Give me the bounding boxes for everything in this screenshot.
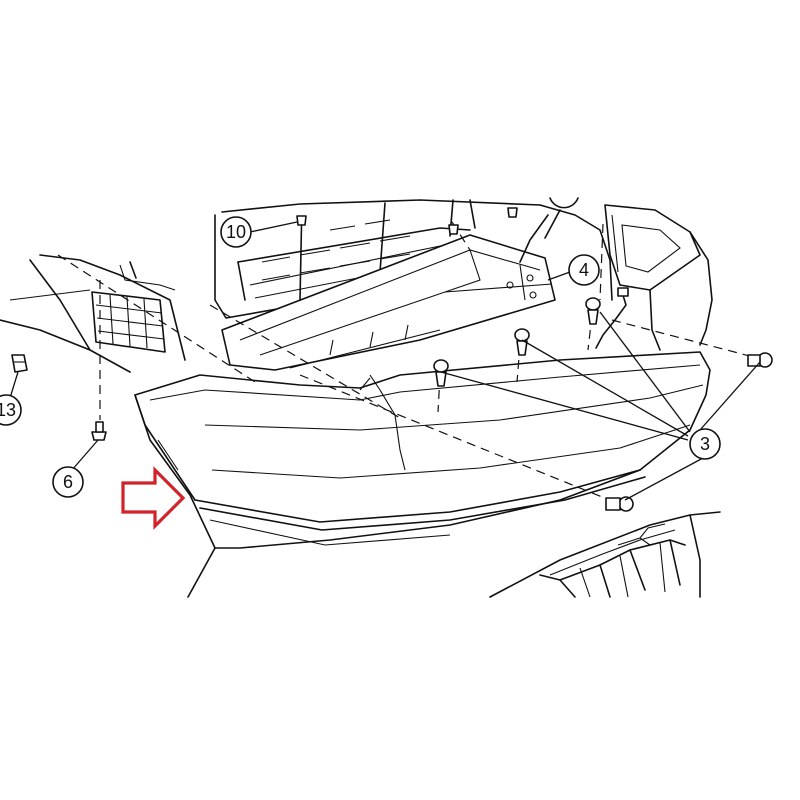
svg-text:13: 13 (0, 400, 16, 420)
bumper-fascia (134, 351, 711, 598)
clip-icon (11, 354, 28, 373)
svg-text:6: 6 (63, 472, 73, 492)
bumper-reinforcement-beam (221, 209, 561, 371)
callout-4: 4 (568, 254, 600, 286)
leader-lines (9, 221, 761, 501)
push-pin-icon (605, 496, 634, 512)
callout-partial (549, 197, 579, 209)
clip-icon (448, 224, 459, 235)
connector-icon (595, 287, 629, 349)
push-pin-icon (514, 328, 530, 356)
svg-text:10: 10 (226, 222, 246, 242)
callout-6: 6 (52, 466, 84, 498)
svg-text:4: 4 (579, 260, 589, 280)
callout-13: 13 (0, 394, 22, 426)
push-pin-icon (747, 352, 773, 368)
lower-bracket-partial (489, 511, 721, 598)
screw-icon (507, 207, 518, 218)
fasteners (11, 207, 773, 512)
retainer-icon (91, 421, 107, 441)
screw-icon (296, 215, 307, 301)
callout-10: 10 (220, 216, 252, 248)
red-outline-arrow-icon (121, 466, 186, 530)
sill-stripes (261, 219, 411, 281)
svg-text:3: 3 (700, 434, 710, 454)
callout-3: 3 (689, 428, 721, 460)
vehicle-body (0, 199, 713, 373)
assembly-lines (57, 221, 766, 504)
push-pin-icon (585, 297, 601, 325)
